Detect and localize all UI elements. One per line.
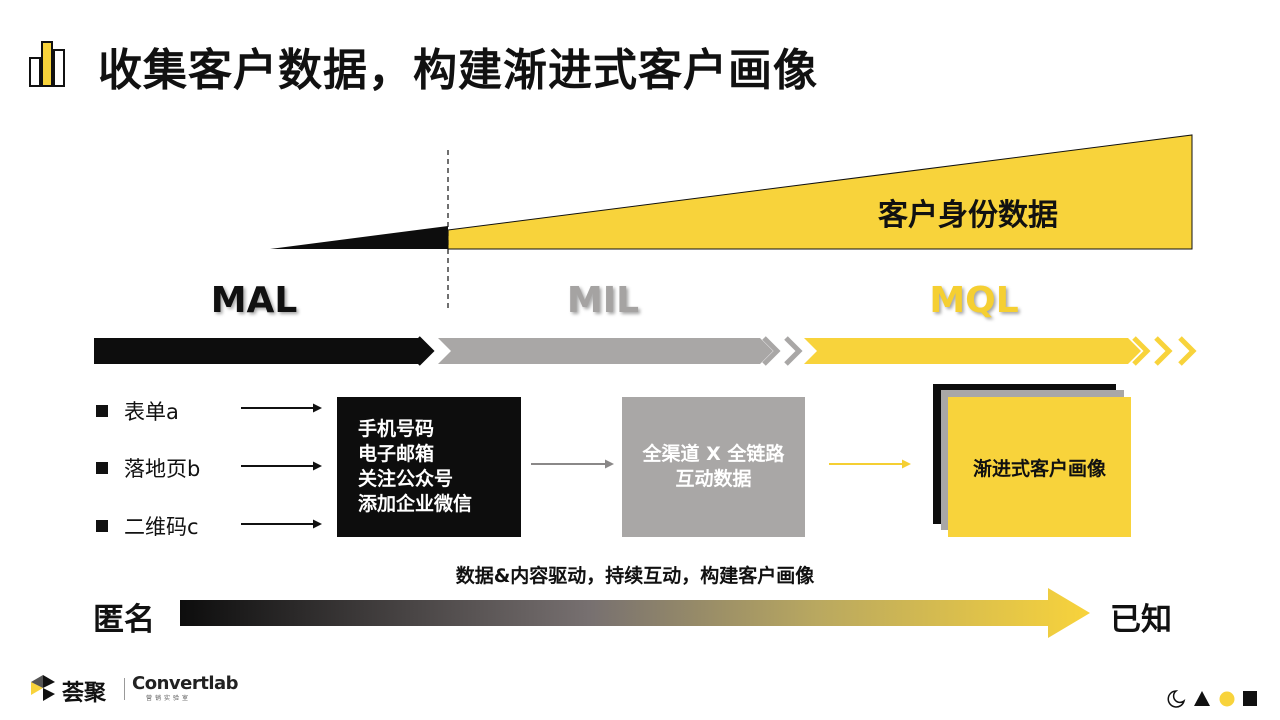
chevron-yellow-2 bbox=[1154, 336, 1173, 366]
flow-caption: 数据&内容驱动，持续互动，构建客户画像 bbox=[455, 565, 815, 587]
partner-brand: Convertlab bbox=[132, 673, 239, 694]
source-arrow-1 bbox=[241, 403, 322, 413]
gray-flow-arrow bbox=[531, 459, 614, 469]
interaction-data-box: 全渠道 X 全链路 互动数据 bbox=[622, 397, 805, 537]
anonymous-label: 匿名 bbox=[93, 602, 155, 638]
progressive-profile-box: 渐进式客户画像 bbox=[948, 397, 1131, 537]
chevron-black bbox=[416, 336, 435, 366]
chevron-gray-2 bbox=[784, 336, 803, 366]
anonymous-to-known-arrow bbox=[180, 588, 1090, 638]
identity-wedge-black bbox=[270, 226, 448, 249]
brand-divider bbox=[124, 678, 125, 700]
triangle-icon bbox=[1194, 691, 1210, 706]
stage-mql-label: MQL bbox=[929, 280, 1019, 321]
stage-mal-label: MAL bbox=[210, 280, 298, 321]
yellow-flow-arrow bbox=[829, 459, 911, 469]
page-title: 收集客户数据，构建渐进式客户画像 bbox=[98, 45, 818, 96]
brand-name: 荟聚 bbox=[62, 681, 107, 706]
chevron-yellow-3 bbox=[1178, 336, 1197, 366]
stage-mil-label: MIL bbox=[566, 280, 640, 321]
circle-icon bbox=[1219, 691, 1235, 707]
source-arrow-2 bbox=[241, 461, 322, 471]
stage-diagram bbox=[94, 134, 1197, 366]
partner-brand-subtitle: 营销实验室 bbox=[146, 695, 192, 702]
bullet-square-icon bbox=[96, 520, 108, 532]
source-item: 落地页b bbox=[96, 453, 200, 483]
band-segment-gray bbox=[438, 338, 773, 364]
band-segment-yellow bbox=[804, 338, 1141, 364]
chevron-gray-1 bbox=[762, 336, 781, 366]
source-item: 表单a bbox=[96, 396, 179, 426]
chevron-yellow-1 bbox=[1132, 336, 1151, 366]
source-arrow-3 bbox=[241, 519, 322, 529]
bullet-square-icon bbox=[96, 462, 108, 474]
bullet-square-icon bbox=[96, 405, 108, 417]
band-segment-black bbox=[94, 338, 430, 364]
brand-logo-icon bbox=[31, 675, 55, 701]
known-label: 已知 bbox=[1110, 602, 1172, 638]
square-icon bbox=[1243, 691, 1257, 706]
decorative-shapes bbox=[1167, 690, 1257, 708]
identity-data-label: 客户身份数据 bbox=[878, 198, 1058, 233]
source-item: 二维码c bbox=[96, 511, 199, 541]
contact-data-box: 手机号码 电子邮箱 关注公众号 添加企业微信 bbox=[337, 397, 521, 537]
bar-chart-icon bbox=[29, 41, 65, 87]
crescent-icon bbox=[1167, 690, 1186, 708]
